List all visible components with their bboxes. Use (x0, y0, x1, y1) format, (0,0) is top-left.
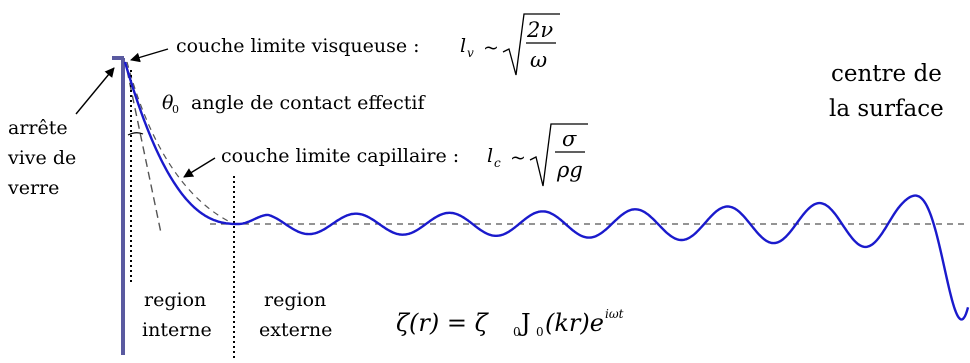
svg-text:0: 0 (172, 103, 179, 116)
wave-formula: ζ(r) = ζ 0 J 0 (kr)e iωt (396, 307, 624, 339)
contact-angle-arc (127, 132, 144, 136)
glass-edge-arrow (75, 67, 115, 115)
svg-text:(kr)e: (kr)e (545, 309, 604, 337)
svg-text:ρg: ρg (556, 158, 583, 182)
capillary-layer-label: couche limite capillaire : l c ~ σ ρg (221, 123, 588, 187)
viscous-arrow (130, 48, 169, 63)
svg-text:0: 0 (536, 325, 544, 339)
svg-text:l: l (487, 145, 493, 167)
glass-wall (112, 56, 125, 355)
svg-text:ω: ω (530, 48, 547, 72)
viscous-layer-label: couche limite visqueuse : l v ~ 2ν ω (176, 13, 560, 76)
svg-text:0: 0 (513, 325, 521, 339)
svg-text:ζ(r) = ζ: ζ(r) = ζ (396, 309, 490, 337)
svg-text:angle de contact effectif: angle de contact effectif (191, 92, 426, 114)
static-meniscus-dashed (126, 61, 231, 223)
svg-text:l: l (460, 35, 466, 57)
svg-text:~: ~ (483, 37, 499, 59)
outer-region-label: region externe (259, 289, 332, 341)
inner-region-label: region interne (142, 289, 212, 341)
svg-text:couche limite capillaire :: couche limite capillaire : (221, 145, 459, 167)
svg-text:~: ~ (510, 147, 526, 169)
surface-wave-curve (123, 61, 970, 321)
capillary-arrow (183, 157, 216, 178)
svg-text:v: v (467, 46, 474, 60)
svg-text:couche limite visqueuse :: couche limite visqueuse : (176, 35, 420, 57)
svg-text:c: c (494, 156, 501, 170)
surface-center-label: centre de la surface (829, 61, 949, 122)
svg-text:iωt: iωt (605, 307, 624, 321)
contact-angle-label: θ 0 angle de contact effectif (162, 92, 426, 116)
contact-tangent-dashed (126, 69, 162, 234)
svg-text:θ: θ (162, 92, 174, 114)
svg-text:2ν: 2ν (526, 18, 553, 42)
svg-text:σ: σ (562, 127, 577, 151)
glass-edge-label: arrête vive de verre (7, 117, 82, 199)
svg-text:J: J (518, 309, 531, 337)
